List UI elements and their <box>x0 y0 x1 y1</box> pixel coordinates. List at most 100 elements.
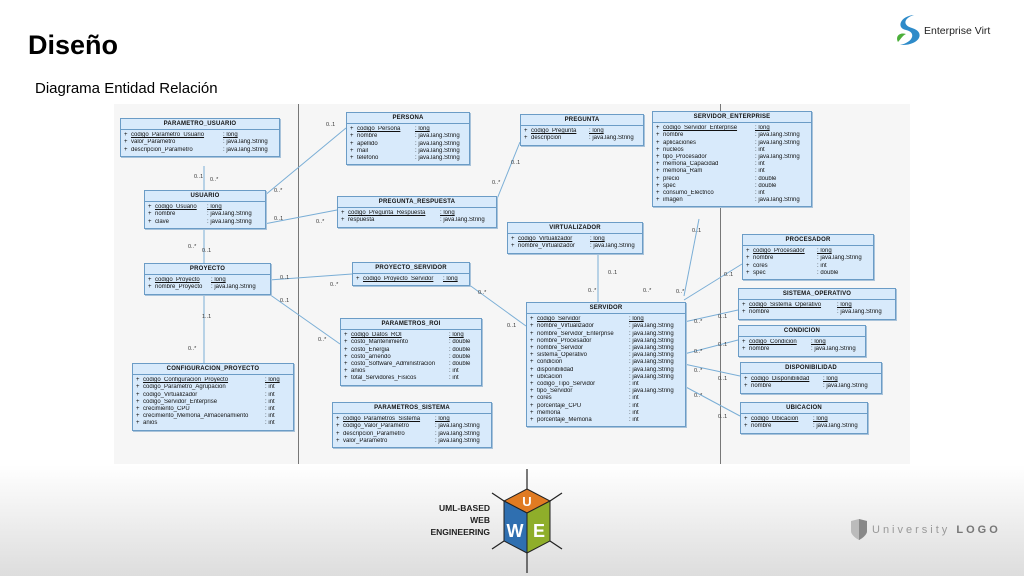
attribute-type: : long <box>817 248 832 255</box>
primary-key-attribute: +codigo_Condicion: long <box>742 339 863 346</box>
attribute-visibility: + <box>356 276 360 283</box>
attribute-visibility: + <box>656 197 660 204</box>
entity-attribute: +nombre_Virtualizador: java.lang.String <box>530 323 683 330</box>
entity-name: PARAMETROS_SISTEMA <box>333 403 491 415</box>
relationship-line <box>683 263 743 301</box>
attribute-type: : long <box>443 276 458 283</box>
attribute-name: nombre <box>749 346 770 353</box>
entity-name: SERVIDOR <box>527 303 685 315</box>
attribute-visibility: + <box>530 323 534 330</box>
primary-key-attribute: +codigo_Proyecto_Servidor: long <box>356 276 467 283</box>
multiplicity-label: 0..1 <box>326 122 336 128</box>
attribute-type: : int <box>755 190 765 197</box>
slide-subtitle: Diagrama Entidad Relación <box>35 80 218 97</box>
entity-attribute: +spec: double <box>746 270 871 277</box>
attribute-type: : java.lang.String <box>629 345 674 352</box>
attribute-visibility: + <box>336 423 340 430</box>
attribute-name: codigo_Pregunta <box>531 128 577 135</box>
attribute-name: codigo_Disponibilidad <box>751 376 810 383</box>
attribute-type: : long <box>440 210 455 217</box>
attribute-type: : int <box>449 375 459 382</box>
attribute-visibility: + <box>656 182 660 189</box>
attribute-visibility: + <box>530 395 534 402</box>
attribute-name: nombre_Virtualizador <box>537 323 594 330</box>
attribute-visibility: + <box>350 147 354 154</box>
attribute-name: descripcion_Parametro <box>343 430 405 437</box>
attribute-type: : java.lang.String <box>629 359 674 366</box>
entity-attribute: +imagen : java.lang.String <box>656 197 809 204</box>
multiplicity-label: 0..1 <box>724 272 734 278</box>
attribute-visibility: + <box>344 332 348 339</box>
attribute-visibility: + <box>746 255 750 262</box>
attribute-visibility: + <box>742 309 746 316</box>
multiplicity-label: 1..1 <box>202 314 212 320</box>
attribute-type: : long <box>435 416 450 423</box>
entity-servidor-enterprise: SERVIDOR_ENTERPRISE+codigo_Servidor_Ente… <box>652 111 812 208</box>
uwe-caption-line: ENGINEERING <box>430 527 490 537</box>
primary-key-attribute: +codigo_Disponibilidad: long <box>744 376 879 383</box>
entity-attribute: +total_Servidores_Fisicos: int <box>344 375 479 382</box>
multiplicity-label: 0..1 <box>718 414 728 420</box>
attribute-name: codigo_Servidor_Enterprise <box>143 398 218 405</box>
attribute-name: consumo_Electrico <box>663 190 714 197</box>
attribute-visibility: + <box>656 139 660 146</box>
uwe-caption: UML-BASED WEB ENGINEERING <box>428 502 490 538</box>
multiplicity-label: 0..1 <box>511 160 521 166</box>
attribute-name: codigo_Valor_Parametro <box>343 423 409 430</box>
attribute-type: : java.lang.String <box>435 437 480 444</box>
entity-attribute: +costo_Energia: double <box>344 347 479 354</box>
entity-attribute: +disponibilidad: java.lang.String <box>530 367 683 374</box>
attribute-type: : java.lang.String <box>755 197 800 204</box>
entity-attribute: +tipo_Servidor: java.lang.String <box>530 388 683 395</box>
attribute-name: crecimiento_Memoria_Almacenamiento <box>143 413 249 420</box>
attribute-visibility: + <box>344 346 348 353</box>
entity-attribute: +nombre: java.lang.String <box>744 383 879 390</box>
attribute-visibility: + <box>350 126 354 133</box>
entity-attribute: +nombre_Proyecto: java.lang.String <box>148 284 268 291</box>
attribute-type: : int <box>629 409 639 416</box>
attribute-visibility: + <box>656 190 660 197</box>
attribute-visibility: + <box>350 133 354 140</box>
attribute-name: anios <box>143 420 158 427</box>
attribute-type: : long <box>265 377 280 384</box>
entity-name: PREGUNTA_RESPUESTA <box>338 197 496 209</box>
attribute-type: : java.lang.String <box>629 337 674 344</box>
entity-servidor: SERVIDOR+codigo_Servidor: long+nombre_Vi… <box>526 302 686 428</box>
primary-key-attribute: +codigo_Parametros_Sistema: long <box>336 416 489 423</box>
attribute-visibility: + <box>124 139 128 146</box>
attribute-visibility: + <box>530 359 534 366</box>
uwe-caption-line: WEB <box>470 515 490 525</box>
entity-configuracion-proyecto: CONFIGURACION_PROYECTO+codigo_Configurac… <box>132 363 294 431</box>
attribute-visibility: + <box>656 175 660 182</box>
attribute-visibility: + <box>656 154 660 161</box>
attribute-visibility: + <box>746 269 750 276</box>
attribute-visibility: + <box>530 330 534 337</box>
attribute-name: imagen <box>663 197 683 204</box>
attribute-name: nombre <box>753 255 774 262</box>
entity-attribute: +porcentaje_Memoria: int <box>530 417 683 424</box>
attribute-visibility: + <box>530 409 534 416</box>
entity-name: CONDICION <box>739 326 865 338</box>
diagram-separator <box>720 104 721 464</box>
attribute-name: spec <box>753 269 766 276</box>
attribute-visibility: + <box>524 135 528 142</box>
entity-attribute: +condicion: java.lang.String <box>530 359 683 366</box>
attribute-name: costo_arriendo <box>351 353 391 360</box>
attribute-visibility: + <box>656 161 660 168</box>
entity-proyecto: PROYECTO+codigo_Proyecto: long+nombre_Pr… <box>144 263 271 295</box>
attribute-name: memoria_Capacidad <box>663 161 719 168</box>
attribute-name: respuesta <box>348 217 375 224</box>
attribute-visibility: + <box>344 375 348 382</box>
attribute-visibility: + <box>530 402 534 409</box>
attribute-visibility: + <box>742 339 746 346</box>
attribute-type: : java.lang.String <box>415 140 460 147</box>
entity-name: PERSONA <box>347 113 469 125</box>
attribute-type: : java.lang.String <box>811 346 856 353</box>
uwe-letter-w: W <box>507 521 524 541</box>
attribute-type: : int <box>265 420 275 427</box>
entity-name: PROYECTO <box>145 264 270 276</box>
attribute-name: codigo_Procesador <box>753 248 805 255</box>
attribute-name: memoria <box>537 409 561 416</box>
entity-attribute: +respuesta: java.lang.String <box>341 217 494 224</box>
relationship-line <box>263 209 338 225</box>
